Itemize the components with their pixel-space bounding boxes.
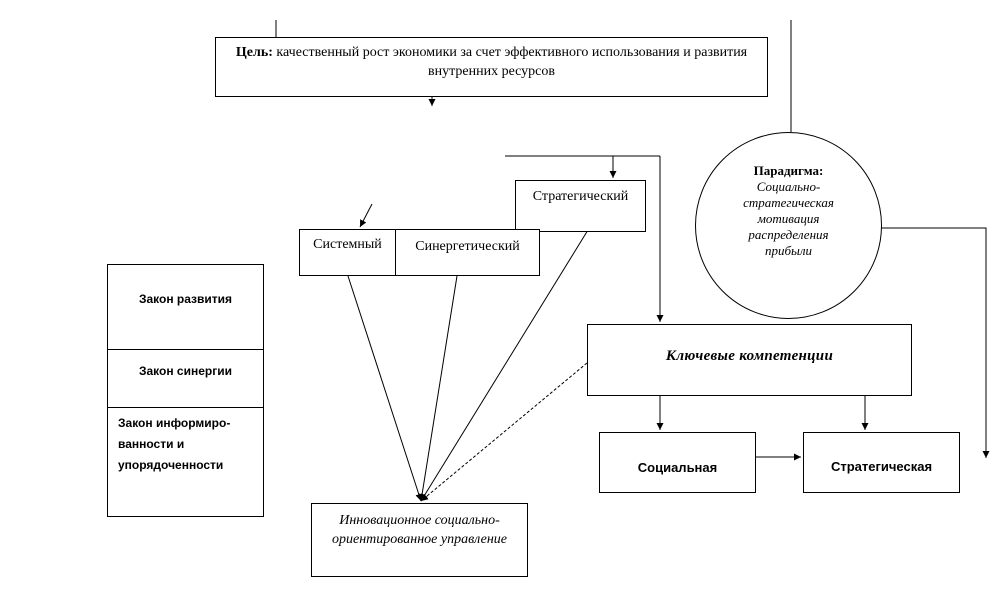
systemic-synergetic-box: Системный Синергетический — [299, 229, 540, 276]
arrow-to-systemic — [359, 203, 373, 228]
law-information-label: Закон информиро-ванности и упорядоченнос… — [118, 416, 231, 472]
systemic-label: Системный — [313, 237, 382, 252]
goal-text: качественный рост экономики за счет эффе… — [272, 45, 748, 79]
line-key-innov — [420, 362, 588, 502]
innovation-label: Инновационное социально-ориентированное … — [332, 513, 507, 547]
social-box: Социальная — [599, 432, 756, 493]
law-synergy: Закон синергии — [108, 350, 263, 408]
strategic-approach-label: Стратегический — [532, 189, 629, 204]
social-label: Социальная — [637, 460, 718, 475]
law-development: Закон развития — [108, 265, 263, 350]
goal-box: Цель: качественный рост экономики за сче… — [215, 37, 768, 97]
systemic-cell: Системный — [300, 230, 396, 275]
strategic-competency-box: Стратегическая — [803, 432, 960, 493]
goal-label: Цель: — [235, 45, 273, 60]
law-synergy-label: Закон синергии — [138, 364, 232, 378]
synergetic-label: Синергетический — [415, 239, 520, 254]
laws-table: Закон развития Закон синергии Закон инфо… — [107, 264, 264, 517]
law-information: Закон информиро-ванности и упорядоченнос… — [108, 408, 263, 516]
line-paradigm-right — [878, 227, 987, 458]
paradigm-heading: Парадигма: — [753, 163, 824, 178]
key-competencies-box: Ключевые компетенции — [587, 324, 912, 396]
synergetic-cell: Синергетический — [396, 230, 539, 275]
innovation-box: Инновационное социально-ориентированное … — [311, 503, 528, 577]
strategic-approach-box: Стратегический — [515, 180, 646, 232]
line-strategic-innov — [420, 229, 589, 502]
line-synergetic-innov — [418, 275, 458, 502]
key-competencies-label: Ключевые компетенции — [665, 348, 834, 364]
paradigm-circle: Парадигма: Социально-стратегическая моти… — [695, 132, 882, 319]
law-development-label: Закон развития — [138, 292, 233, 306]
paradigm-text: Социально-стратегическая мотивация распр… — [743, 179, 834, 258]
strategic-competency-label: Стратегическая — [830, 459, 933, 474]
line-systemic-innov — [347, 275, 423, 502]
